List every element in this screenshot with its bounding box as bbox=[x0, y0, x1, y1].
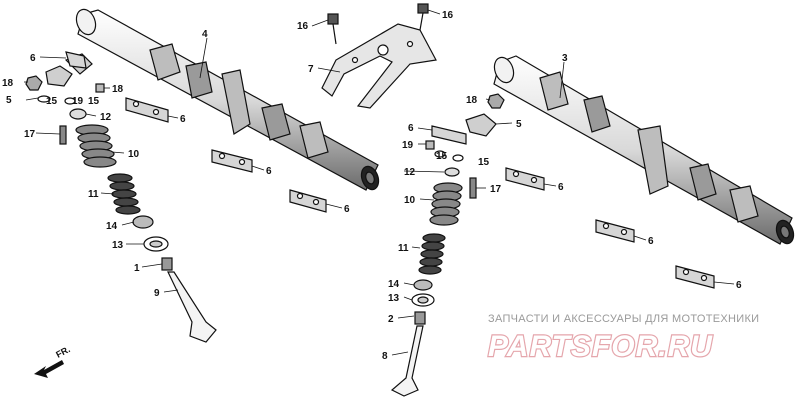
callout-9: 9 bbox=[154, 288, 160, 299]
callout-13-right: 13 bbox=[388, 293, 400, 304]
callout-15-b: 15 bbox=[88, 96, 100, 107]
right-spring-inner-11 bbox=[418, 233, 446, 275]
callout-14-right: 14 bbox=[388, 279, 400, 290]
front-label: FR. bbox=[54, 344, 71, 360]
holder-6f bbox=[505, 167, 545, 191]
callout-18-b: 18 bbox=[112, 84, 124, 95]
watermark: ЗАПЧАСТИ И АКСЕССУАРЫ ДЛЯ МОТОТЕХНИКИ PA… bbox=[487, 313, 759, 364]
callout-4: 4 bbox=[202, 29, 208, 40]
callout-11-right: 11 bbox=[398, 243, 409, 254]
callout-14-left: 14 bbox=[106, 221, 118, 232]
front-arrow-icon bbox=[34, 360, 64, 378]
callout-10-right: 10 bbox=[404, 195, 416, 206]
callout-8: 8 bbox=[382, 351, 388, 362]
callout-17-right: 17 bbox=[490, 184, 502, 195]
callout-19-right: 19 bbox=[402, 140, 414, 151]
callout-11-left: 11 bbox=[88, 189, 99, 200]
callout-3: 3 bbox=[562, 53, 568, 64]
callout-1: 1 bbox=[134, 263, 140, 274]
watermark-brand: PARTSFOR.RU bbox=[488, 330, 713, 363]
callout-15-d: 15 bbox=[478, 157, 490, 168]
callout-15-c: 15 bbox=[436, 151, 448, 162]
cap-nut-18-left bbox=[25, 75, 43, 91]
pin-19-right bbox=[425, 140, 435, 150]
callout-6-c: 6 bbox=[266, 166, 272, 177]
callout-6-b: 6 bbox=[180, 114, 186, 125]
holder-6g bbox=[595, 219, 635, 243]
callout-10-left: 10 bbox=[128, 149, 140, 160]
holder-6e bbox=[431, 125, 467, 145]
callout-16-left: 16 bbox=[297, 21, 309, 32]
callout-6-h: 6 bbox=[736, 280, 742, 291]
callout-19-left: 19 bbox=[72, 96, 84, 107]
callout-15-a: 15 bbox=[46, 96, 58, 107]
callout-16-right: 16 bbox=[442, 10, 454, 21]
holder-6b bbox=[125, 97, 169, 123]
cam-bracket bbox=[321, 23, 437, 109]
shim-15-right bbox=[434, 150, 464, 162]
cap-nut-18-right bbox=[487, 93, 505, 109]
rocker-arm-5-right bbox=[465, 113, 497, 137]
callout-6-a: 6 bbox=[30, 53, 36, 64]
callout-13-left: 13 bbox=[112, 240, 124, 251]
left-camshaft bbox=[75, 8, 380, 191]
callout-12-left: 12 bbox=[100, 112, 112, 123]
shim-15-left bbox=[37, 95, 76, 105]
callout-5-left: 5 bbox=[6, 95, 12, 106]
left-valve-assembly bbox=[59, 108, 217, 343]
right-spring-outer-10 bbox=[429, 182, 463, 226]
callout-7: 7 bbox=[308, 64, 314, 75]
callout-6-f: 6 bbox=[558, 182, 564, 193]
watermark-subtitle: ЗАПЧАСТИ И АКСЕССУАРЫ ДЛЯ МОТОТЕХНИКИ bbox=[488, 313, 759, 325]
callout-5-right: 5 bbox=[516, 119, 522, 130]
callouts: 4 3 7 16 16 6 6 6 6 6 6 6 6 18 18 18 5 5… bbox=[2, 10, 742, 362]
callout-18-a: 18 bbox=[2, 78, 14, 89]
holder-6a bbox=[65, 51, 87, 69]
callout-12-right: 12 bbox=[404, 167, 416, 178]
left-spring-outer-10 bbox=[75, 124, 117, 168]
holder-6d bbox=[289, 189, 327, 213]
left-spring-inner-11 bbox=[107, 173, 141, 215]
leader-lines bbox=[24, 9, 735, 356]
pin-18-left bbox=[95, 83, 105, 93]
right-camshaft bbox=[493, 55, 795, 245]
right-valve-assembly bbox=[390, 167, 477, 397]
bolt-16-right bbox=[417, 3, 429, 31]
callout-2: 2 bbox=[388, 314, 394, 325]
callout-6-e: 6 bbox=[408, 123, 414, 134]
front-direction-indicator: FR. bbox=[34, 344, 72, 378]
holder-6c bbox=[211, 149, 253, 173]
callout-18-c: 18 bbox=[466, 95, 478, 106]
callout-17-left: 17 bbox=[24, 129, 36, 140]
bolt-16-left bbox=[327, 13, 339, 45]
holder-6h bbox=[675, 265, 715, 289]
callout-6-g: 6 bbox=[648, 236, 654, 247]
callout-6-d: 6 bbox=[344, 204, 350, 215]
